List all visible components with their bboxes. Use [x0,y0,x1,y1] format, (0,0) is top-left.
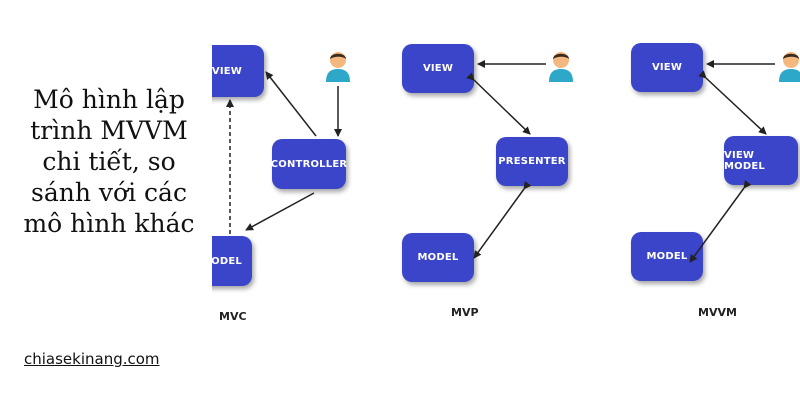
mvvm-view-box: VIEW [631,43,703,92]
mvp-arrow-presenter-model [473,180,532,259]
mvp-presenter-box: PRESENTER [496,137,568,186]
mvvm-view-label: VIEW [651,62,683,73]
mvc-controller-box: CONTROLLER [270,139,348,189]
mvp-model-box: MODEL [402,233,474,282]
mvp-user-icon [549,52,573,82]
mvvm-arrow-viewmodel-model [689,179,752,263]
mvp-model-label: MODEL [417,252,459,263]
mvc-diagram: VIEW MODEL [212,0,800,400]
site-link[interactable]: chiasekinang.com [24,350,160,368]
mvc-controller-label: CONTROLLER [270,158,348,170]
mvvm-arrow-view-viewmodel [698,70,767,135]
mvc-view-label: VIEW [212,65,242,77]
mvc-arrow-controller-model [245,192,315,231]
mvc-view-box: VIEW [212,45,264,97]
mvp-view-label: VIEW [422,63,454,74]
mvc-arrow-controller-view [265,71,317,137]
mvp-arrow-view-presenter [466,72,531,135]
mvvm-viewmodel-box: VIEW MODEL [724,136,798,185]
mvc-label: MVC [219,310,247,323]
mvp-view-box: VIEW [402,44,474,93]
page-title: Mô hình lập trình MVVM chi tiết, so sánh… [23,85,195,238]
mvvm-user-icon [779,52,800,82]
mvc-model-box: MODEL [212,236,252,286]
mvc-model-label: MODEL [212,255,242,267]
mvvm-model-label: MODEL [646,251,688,262]
mvp-label: MVP [451,306,479,319]
mvc-user-icon [326,52,350,82]
mvp-presenter-label: PRESENTER [498,156,566,167]
mvvm-label: MVVM [698,306,737,319]
mvvm-viewmodel-label: VIEW MODEL [724,149,765,172]
